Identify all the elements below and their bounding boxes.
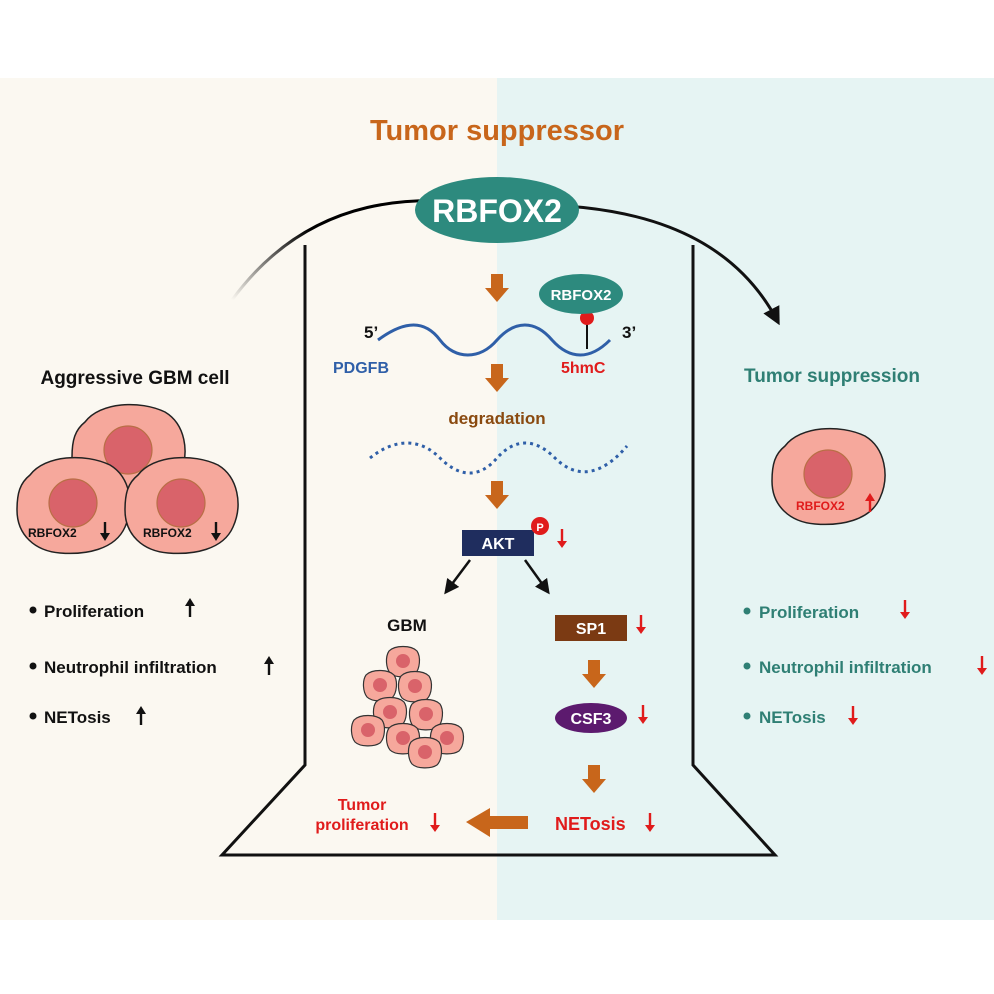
small-cell	[407, 736, 443, 769]
right-cell-label: RBFOX2	[796, 499, 845, 513]
akt-label: AKT	[482, 536, 515, 553]
bullet-icon	[743, 662, 751, 670]
bound-rbfox2-label: RBFOX2	[551, 287, 612, 304]
five-prime-label: 5’	[364, 323, 378, 342]
tumor-prolif-line2: proliferation	[315, 817, 408, 834]
rbfox2-oval	[415, 177, 579, 243]
tumor-prolif-line1: Tumor	[338, 797, 387, 814]
pathway-frame	[218, 245, 779, 857]
rbfox2-main-label: RBFOX2	[432, 193, 562, 229]
bullet-icon	[29, 662, 37, 670]
right-background	[497, 78, 994, 920]
left-heading: Aggressive GBM cell	[40, 368, 229, 389]
diagram-title: Tumor suppressor	[370, 115, 624, 147]
branch-arrow-sp1	[523, 559, 550, 595]
bound-rbfox2-oval	[539, 274, 623, 314]
csf3-label: CSF3	[571, 711, 612, 728]
left-cell-label-1: RBFOX2	[28, 526, 77, 540]
branch-arrow-gbm	[444, 559, 471, 595]
bullet-icon	[29, 712, 37, 720]
akt-box	[462, 530, 534, 556]
phospho-icon	[531, 517, 549, 535]
gbm-label: GBM	[387, 616, 427, 635]
bullet-icon	[743, 712, 751, 720]
left-effect-proliferation: Proliferation	[44, 602, 144, 621]
small-cell	[350, 714, 386, 747]
5hmc-label: 5hmC	[561, 360, 606, 377]
degradation-label: degradation	[448, 409, 545, 428]
right-effect-proliferation: Proliferation	[759, 603, 859, 622]
three-prime-label: 3’	[622, 323, 636, 342]
phospho-label: P	[536, 522, 543, 534]
bullet-icon	[29, 606, 37, 614]
right-effect-neutrophil: Neutrophil infiltration	[759, 658, 932, 677]
csf3-oval	[555, 703, 627, 733]
right-effect-netosis: NETosis	[759, 708, 826, 727]
orange-arrow-left-shaft	[488, 816, 528, 829]
orange-arrow-left-head	[466, 808, 490, 837]
right-heading: Tumor suppression	[744, 366, 920, 387]
left-effect-netosis: NETosis	[44, 708, 111, 727]
sp1-label: SP1	[576, 621, 606, 638]
netosis-center-label: NETosis	[555, 814, 626, 834]
small-cell	[362, 669, 398, 702]
small-cell	[397, 670, 433, 703]
bullet-icon	[743, 607, 751, 615]
pdgfb-label: PDGFB	[333, 360, 389, 377]
sp1-box	[555, 615, 627, 641]
pdgfb-mrna	[377, 323, 612, 357]
left-effect-neutrophil: Neutrophil infiltration	[44, 658, 217, 677]
5hmc-mark-icon	[580, 311, 594, 325]
left-cell-label-2: RBFOX2	[143, 526, 192, 540]
